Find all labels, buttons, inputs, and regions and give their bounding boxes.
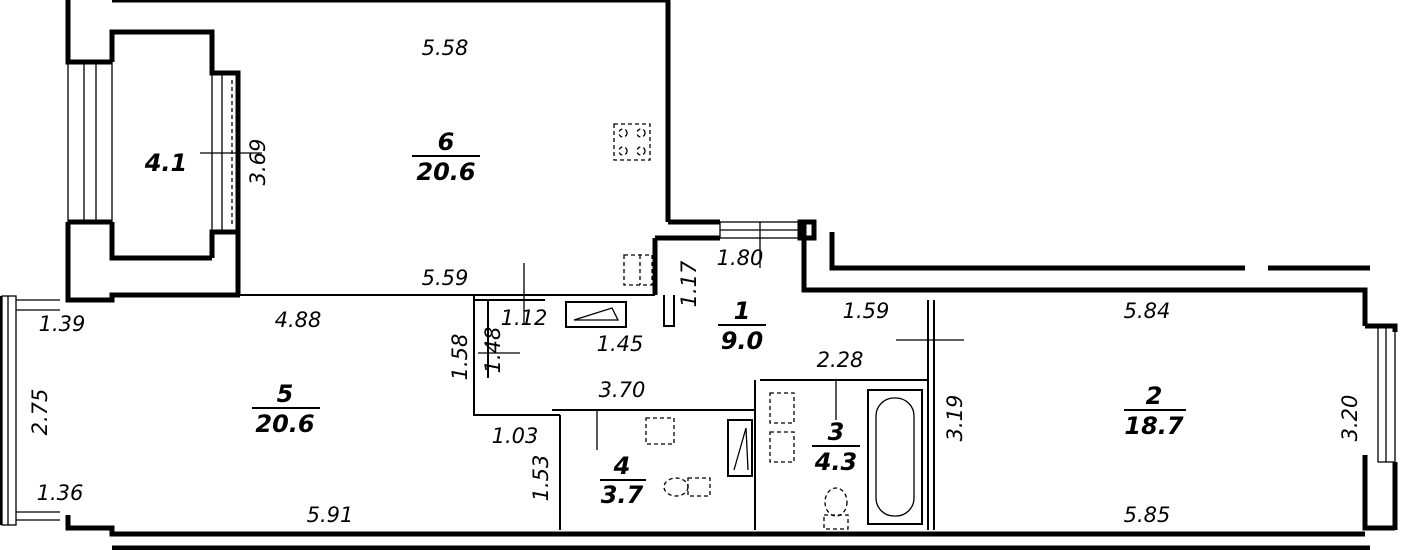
radiator-icon	[565, 301, 627, 328]
dim-label: 1.58	[448, 334, 472, 381]
dim-label: 1.48	[481, 327, 505, 374]
room-living-number: 5	[277, 380, 294, 408]
dim-label: 1.45	[597, 332, 644, 356]
dim-label: 5.91	[307, 503, 354, 527]
room-bedroom-number: 2	[1146, 382, 1163, 410]
dim-label: 5.85	[1124, 503, 1171, 527]
room-bedroom-area: 18.7	[1124, 412, 1184, 440]
dim-label: 1.12	[501, 306, 548, 330]
dim-label: 4.88	[275, 308, 322, 332]
radiator-icon	[727, 419, 753, 477]
room-kitchen-number: 6	[438, 128, 455, 156]
room-hall-area: 9.0	[721, 327, 764, 355]
dimension-labels: 5.58 3.69 5.59 1.80 1.17 1.39 4.88 1.12 …	[28, 36, 1362, 527]
dim-label: 1.36	[37, 481, 84, 505]
room-wc-number: 4	[613, 452, 631, 480]
dim-label: 2.28	[817, 348, 864, 372]
dim-label: 5.84	[1124, 299, 1171, 323]
kitchen-sink-icon	[623, 254, 653, 286]
dim-label: 3.70	[599, 378, 646, 402]
reference-lines	[200, 152, 964, 450]
dim-label: 1.59	[843, 299, 890, 323]
dim-label: 2.75	[28, 389, 52, 436]
stove-icon	[613, 123, 651, 161]
room-living-area: 20.6	[255, 410, 314, 438]
partitions	[240, 294, 935, 530]
room-bath-number: 3	[828, 418, 845, 446]
dim-label: 1.17	[677, 260, 701, 307]
room-balcony-area: 4.1	[144, 149, 188, 177]
dim-label: 1.53	[529, 455, 553, 502]
dim-label: 3.19	[943, 395, 967, 442]
fixtures	[565, 123, 923, 530]
room-wc-area: 3.7	[601, 481, 644, 509]
toilet-icon	[663, 477, 711, 497]
bathtub-icon	[867, 389, 923, 525]
room-kitchen-area: 20.6	[416, 158, 475, 186]
dim-label: 3.69	[246, 139, 270, 186]
dim-label: 3.20	[1338, 395, 1362, 442]
dim-label: 1.80	[717, 246, 764, 270]
washbasin-icon	[769, 392, 795, 463]
dim-label: 1.39	[39, 312, 86, 336]
dim-label: 5.58	[422, 36, 469, 60]
toilet-icon	[823, 487, 849, 530]
dim-label: 5.59	[422, 266, 469, 290]
room-hall-number: 1	[734, 297, 751, 325]
dim-label: 1.03	[492, 424, 539, 448]
room-bath-area: 4.3	[814, 448, 858, 476]
room-labels: 4.1 6 20.6 5 20.6 1 9.0 4 3.7 3 4.3 2 18…	[144, 128, 1186, 509]
sink-icon	[645, 417, 675, 445]
